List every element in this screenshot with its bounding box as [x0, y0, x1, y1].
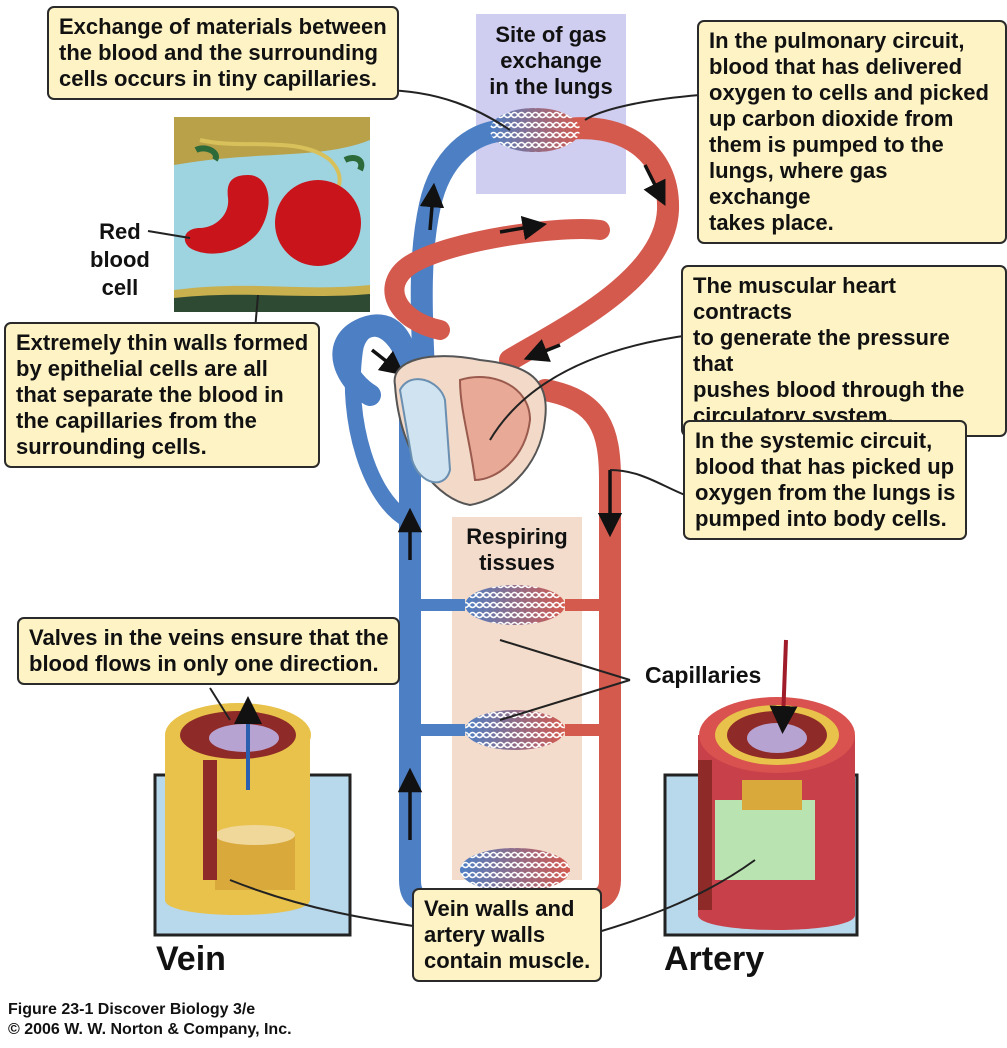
figure-caption: Figure 23-1 Discover Biology 3/e © 2006 …	[8, 1000, 292, 1040]
vein-label: Vein	[156, 940, 226, 978]
artery-label: Artery	[664, 940, 765, 978]
respiring-tissues-label: Respiring tissues	[466, 524, 568, 575]
callout-muscle-walls: Vein walls and artery walls contain musc…	[412, 888, 603, 982]
pulmonary-artery	[499, 117, 680, 371]
callout-valves: Valves in the veins ensure that the bloo…	[17, 617, 401, 685]
caption-line-1: Figure 23-1 Discover Biology 3/e	[8, 1001, 256, 1018]
tissue-region-box	[452, 517, 582, 880]
rbc-micrograph	[174, 117, 370, 312]
heart-illustration	[393, 355, 547, 507]
caption-line-2: © 2006 W. W. Norton & Company, Inc.	[8, 1021, 292, 1038]
pulmonary-loop-back	[384, 219, 610, 340]
artery-cross-section	[663, 639, 859, 937]
vein-cross-section	[153, 696, 352, 937]
callout-systemic-circuit: In the systemic circuit, blood that has …	[683, 420, 968, 540]
callout-pulmonary-circuit: In the pulmonary circuit, blood that has…	[697, 20, 1007, 244]
callout-thin-walls: Extremely thin walls formed by epithelia…	[4, 322, 321, 468]
gas-exchange-label: Site of gas exchange in the lungs	[489, 22, 613, 99]
capillaries-label: Capillaries	[645, 662, 762, 688]
red-blood-cell-label: Red blood cell	[90, 219, 150, 300]
left-vein-loop	[344, 320, 413, 528]
flow-arrows	[370, 164, 666, 840]
callout-capillary-exchange: Exchange of materials between the blood …	[47, 6, 399, 100]
callout-heart: The muscular heart contracts to generate…	[681, 265, 1007, 437]
lung-region-box	[476, 14, 626, 194]
